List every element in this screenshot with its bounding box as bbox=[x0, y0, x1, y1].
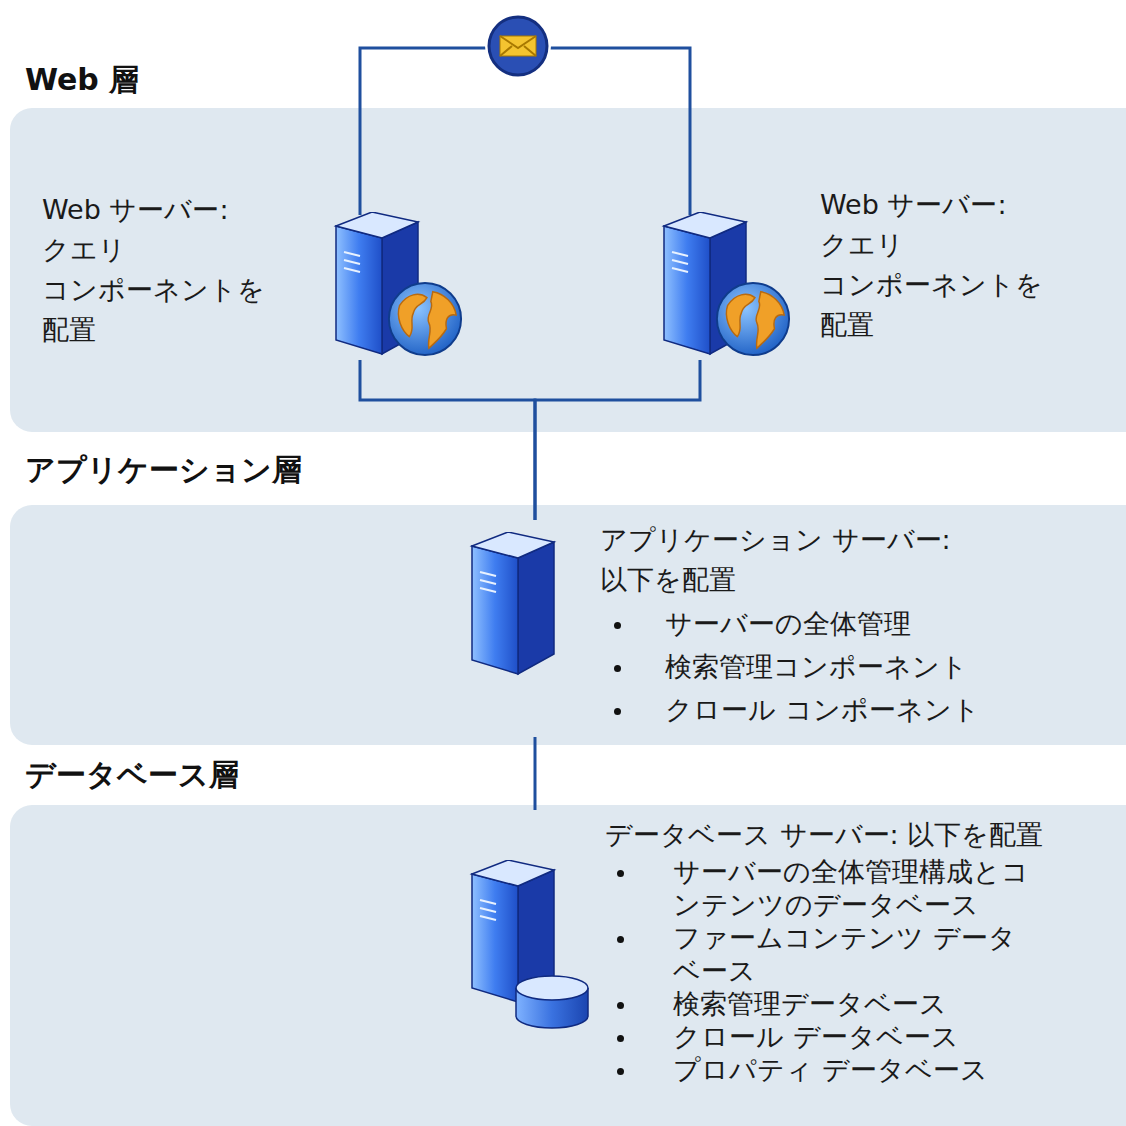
bullet-row: 検索管理データベース bbox=[605, 987, 1075, 1020]
bullet-text: 検索管理データベース bbox=[673, 987, 1068, 1020]
bullet-dot bbox=[617, 1035, 624, 1042]
connector-line bbox=[360, 360, 535, 520]
connector-line bbox=[534, 737, 537, 810]
database-server: データベース サーバー: 以下を配置サーバーの全体管理構成とコ ンテンツのデータ… bbox=[465, 810, 1110, 1115]
connector-line bbox=[535, 360, 700, 520]
database-server-icon bbox=[472, 860, 588, 1028]
bullet-dot bbox=[617, 1002, 624, 1009]
bullet-row: ファームコンテンツ データ ベース bbox=[605, 921, 1075, 987]
bullet-row: 検索管理コンポーネント bbox=[600, 645, 1070, 688]
tier-heading: アプリケーション層 bbox=[25, 450, 302, 491]
application-server-icon bbox=[472, 532, 554, 674]
tier-band: データベース層データベース サーバー: 以下を配置サーバーの全体管理構成とコ ン… bbox=[10, 755, 1126, 1126]
tier-ground bbox=[10, 108, 1126, 432]
bullet-dot bbox=[614, 708, 621, 715]
bullet-dot bbox=[617, 936, 624, 943]
server-text: アプリケーション サーバー: 以下を配置サーバーの全体管理検索管理コンポーネント… bbox=[600, 520, 1070, 731]
tier-ground bbox=[10, 505, 1126, 745]
server-heading: アプリケーション サーバー: 以下を配置 bbox=[600, 520, 1040, 600]
bullet-text: ファームコンテンツ データ ベース bbox=[673, 921, 1068, 987]
bullet-text: 検索管理コンポーネント bbox=[665, 645, 1085, 688]
bullet-row: クロール コンポーネント bbox=[600, 688, 1070, 731]
web-server: Web サーバー: クエリ コンポーネントを 配置 bbox=[655, 180, 1120, 360]
bullet-row: サーバーの全体管理構成とコ ンテンツのデータベース bbox=[605, 855, 1075, 921]
tier-heading: データベース層 bbox=[25, 755, 239, 796]
server-heading: Web サーバー: クエリ コンポーネントを 配置 bbox=[820, 185, 1082, 345]
web-server: Web サーバー: クエリ コンポーネントを 配置 bbox=[38, 190, 470, 360]
tier-band: Web 層 Web サーバー: クエリ コンポーネントを 配置 Web サーバー: … bbox=[10, 60, 1126, 432]
bullet-text: プロパティ データベース bbox=[673, 1053, 1068, 1086]
server-text: Web サーバー: クエリ コンポーネントを 配置 bbox=[42, 190, 304, 350]
bullet-dot bbox=[614, 665, 621, 672]
bullet-text: サーバーの全体管理 bbox=[665, 602, 1085, 645]
bullet-dot bbox=[617, 870, 624, 877]
bullet-dot bbox=[614, 622, 621, 629]
bullet-dot bbox=[617, 1068, 624, 1075]
application-server: アプリケーション サーバー: 以下を配置サーバーの全体管理検索管理コンポーネント… bbox=[465, 520, 1110, 737]
server-text: Web サーバー: クエリ コンポーネントを 配置 bbox=[820, 185, 1082, 345]
tier-heading: Web 層 bbox=[25, 60, 139, 101]
server-text: データベース サーバー: 以下を配置サーバーの全体管理構成とコ ンテンツのデータ… bbox=[605, 815, 1075, 1086]
bullet-row: サーバーの全体管理 bbox=[600, 602, 1070, 645]
web-server-icon bbox=[336, 212, 461, 355]
bullet-text: クロール コンポーネント bbox=[665, 688, 1085, 731]
bullet-row: プロパティ データベース bbox=[605, 1053, 1075, 1086]
bullet-text: クロール データベース bbox=[673, 1020, 1068, 1053]
bullet-text: サーバーの全体管理構成とコ ンテンツのデータベース bbox=[673, 855, 1068, 921]
tier-band: アプリケーション層アプリケーション サーバー: 以下を配置サーバーの全体管理検索… bbox=[10, 450, 1126, 745]
tier-ground bbox=[10, 805, 1126, 1126]
server-heading: データベース サーバー: 以下を配置 bbox=[605, 815, 1045, 855]
load-balancer-icon bbox=[485, 13, 551, 79]
server-heading: Web サーバー: クエリ コンポーネントを 配置 bbox=[42, 190, 304, 350]
web-server-icon bbox=[664, 212, 789, 355]
bullet-row: クロール データベース bbox=[605, 1020, 1075, 1053]
